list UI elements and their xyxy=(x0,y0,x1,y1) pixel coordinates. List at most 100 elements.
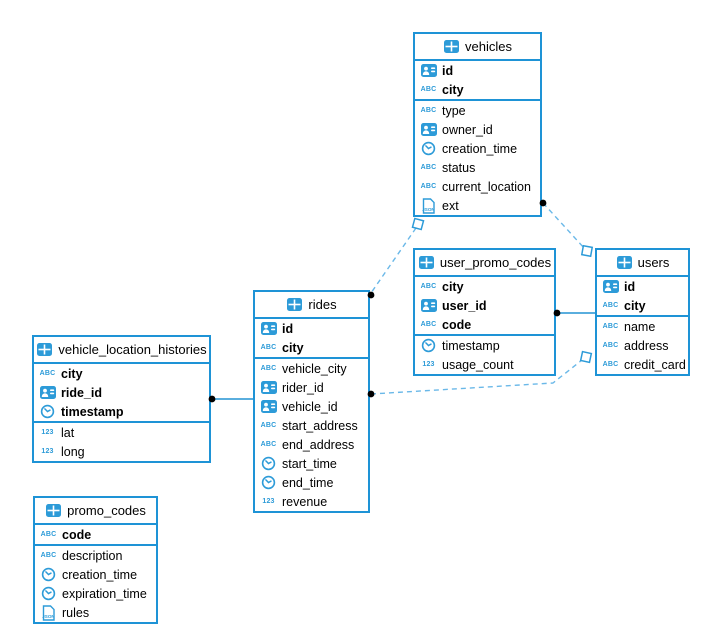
table-grid-icon xyxy=(418,256,435,270)
abc-text-icon: ABC xyxy=(40,552,57,559)
field-row-description[interactable]: ABC description xyxy=(35,546,156,565)
field-row-end_address[interactable]: ABC end_address xyxy=(255,435,368,454)
field-name: type xyxy=(442,103,466,118)
field-row-ride_id[interactable]: ride_id xyxy=(34,383,209,402)
field-row-timestamp[interactable]: timestamp xyxy=(34,402,209,421)
field-row-usage_count[interactable]: 123 usage_count xyxy=(415,355,554,374)
table-title: user_promo_codes xyxy=(439,255,552,270)
field-name: ext xyxy=(442,198,459,213)
clock-icon xyxy=(260,456,277,471)
table-vehicles[interactable]: vehicles id ABC city ABC type owner_id c… xyxy=(413,32,542,217)
field-name: lat xyxy=(61,425,75,440)
field-row-id[interactable]: id xyxy=(597,277,688,296)
primary-key-section: ABC city ride_id timestamp xyxy=(34,364,209,423)
fields-section: ABC vehicle_city rider_id vehicle_id ABC… xyxy=(255,359,368,511)
field-row-start_address[interactable]: ABC start_address xyxy=(255,416,368,435)
field-row-current_location[interactable]: ABC current_location xyxy=(415,177,540,196)
field-row-long[interactable]: 123 long xyxy=(34,442,209,461)
json-icon: JSON xyxy=(420,197,437,214)
field-row-id[interactable]: id xyxy=(255,319,368,338)
table-rides[interactable]: rides id ABC city ABC vehicle_city rider… xyxy=(253,290,370,513)
table-title: rides xyxy=(308,297,337,312)
abc-text-icon: ABC xyxy=(260,344,277,351)
abc-text-icon: ABC xyxy=(602,302,619,309)
field-name: start_address xyxy=(282,418,358,433)
field-row-revenue[interactable]: 123 revenue xyxy=(255,492,368,511)
table-header[interactable]: vehicle_location_histories xyxy=(34,337,209,364)
field-row-city[interactable]: ABC city xyxy=(255,338,368,357)
field-name: address xyxy=(624,338,669,353)
field-row-expiration_time[interactable]: expiration_time xyxy=(35,584,156,603)
field-row-id[interactable]: id xyxy=(415,61,540,80)
field-name: id xyxy=(442,63,454,78)
field-row-type[interactable]: ABC type xyxy=(415,101,540,120)
field-row-creation_time[interactable]: creation_time xyxy=(35,565,156,584)
field-row-credit_card[interactable]: ABC credit_card xyxy=(597,355,688,374)
table-users[interactable]: users id ABC city ABC name ABC address A… xyxy=(595,248,690,376)
clock-icon xyxy=(260,475,277,490)
table-user_promo_codes[interactable]: user_promo_codes ABC city user_id ABC co… xyxy=(413,248,556,376)
clock-icon xyxy=(420,338,437,353)
number-123-icon: 123 xyxy=(41,429,54,436)
field-row-city[interactable]: ABC city xyxy=(415,277,554,296)
table-header[interactable]: rides xyxy=(255,292,368,319)
table-title: vehicles xyxy=(465,39,512,54)
field-row-city[interactable]: ABC city xyxy=(34,364,209,383)
field-row-ext[interactable]: JSON ext xyxy=(415,196,540,215)
svg-text:JSON: JSON xyxy=(422,207,435,212)
abc-text-icon: ABC xyxy=(420,86,437,93)
field-row-vehicle_id[interactable]: vehicle_id xyxy=(255,397,368,416)
field-row-owner_id[interactable]: owner_id xyxy=(415,120,540,139)
clock-icon xyxy=(40,586,57,601)
id-badge-icon xyxy=(602,280,619,294)
field-row-user_id[interactable]: user_id xyxy=(415,296,554,315)
field-row-address[interactable]: ABC address xyxy=(597,336,688,355)
relationship-endpoint-square xyxy=(411,217,425,231)
field-name: end_address xyxy=(282,437,355,452)
field-row-start_time[interactable]: start_time xyxy=(255,454,368,473)
field-name: id xyxy=(282,321,294,336)
field-row-lat[interactable]: 123 lat xyxy=(34,423,209,442)
field-row-code[interactable]: ABC code xyxy=(35,525,156,544)
field-row-vehicle_city[interactable]: ABC vehicle_city xyxy=(255,359,368,378)
field-name: timestamp xyxy=(61,404,124,419)
field-name: id xyxy=(624,279,636,294)
field-name: start_time xyxy=(282,456,337,471)
table-header[interactable]: promo_codes xyxy=(35,498,156,525)
table-header[interactable]: users xyxy=(597,250,688,277)
relationship-endpoint-square xyxy=(579,350,593,364)
field-row-end_time[interactable]: end_time xyxy=(255,473,368,492)
field-row-rider_id[interactable]: rider_id xyxy=(255,378,368,397)
field-row-timestamp[interactable]: timestamp xyxy=(415,336,554,355)
field-name: status xyxy=(442,160,476,175)
primary-key-section: id ABC city xyxy=(597,277,688,317)
field-row-city[interactable]: ABC city xyxy=(597,296,688,315)
field-name: city xyxy=(442,279,464,294)
json-icon: JSON xyxy=(40,604,57,621)
field-row-rules[interactable]: JSON rules xyxy=(35,603,156,622)
field-name: credit_card xyxy=(624,357,686,372)
field-name: rules xyxy=(62,605,90,620)
table-grid-icon xyxy=(616,256,633,270)
table-header[interactable]: user_promo_codes xyxy=(415,250,554,277)
fields-section: ABC type owner_id creation_time ABC stat… xyxy=(415,101,540,215)
field-name: ride_id xyxy=(61,385,102,400)
clock-icon xyxy=(420,141,437,156)
field-row-code[interactable]: ABC code xyxy=(415,315,554,334)
field-name: expiration_time xyxy=(62,586,147,601)
field-row-name[interactable]: ABC name xyxy=(597,317,688,336)
field-row-status[interactable]: ABC status xyxy=(415,158,540,177)
abc-text-icon: ABC xyxy=(602,361,619,368)
table-vehicle_location_histories[interactable]: vehicle_location_histories ABC city ride… xyxy=(32,335,211,463)
relationship-line-vehicles-rides xyxy=(370,227,417,294)
field-name: timestamp xyxy=(442,338,500,353)
abc-text-icon: ABC xyxy=(420,164,437,171)
field-row-creation_time[interactable]: creation_time xyxy=(415,139,540,158)
number-123-icon: 123 xyxy=(422,361,435,368)
table-title: vehicle_location_histories xyxy=(58,342,207,357)
primary-key-section: ABC city user_id ABC code xyxy=(415,277,554,336)
id-badge-icon xyxy=(260,400,277,414)
table-header[interactable]: vehicles xyxy=(415,34,540,61)
field-row-city[interactable]: ABC city xyxy=(415,80,540,99)
table-promo_codes[interactable]: promo_codes ABC code ABC description cre… xyxy=(33,496,158,624)
